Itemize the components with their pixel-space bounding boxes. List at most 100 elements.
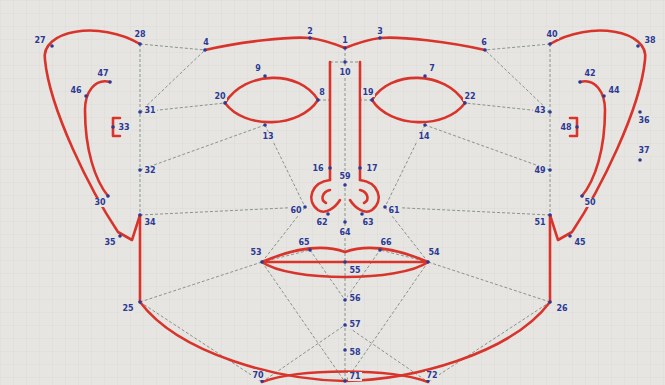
landmark-dots — [50, 36, 642, 383]
callout-number: 6 — [480, 38, 488, 47]
callout-number: 62 — [315, 218, 328, 227]
landmark-dot — [308, 36, 312, 40]
callout-number: 47 — [96, 69, 109, 78]
landmark-dot — [638, 158, 642, 162]
landmark-dot — [118, 234, 122, 238]
callout-number: 44 — [607, 86, 620, 95]
callout-number: 10 — [338, 68, 351, 77]
landmark-dot — [578, 80, 582, 84]
callout-number: 54 — [427, 248, 440, 257]
landmark-dot — [260, 260, 264, 264]
landmark-dot — [343, 220, 347, 224]
callout-number: 55 — [348, 266, 361, 275]
landmark-dot — [203, 48, 207, 52]
landmark-dot — [548, 300, 552, 304]
landmark-dot — [548, 110, 552, 114]
callout-number: 38 — [643, 36, 656, 45]
callout-number: 31 — [143, 106, 156, 115]
callout-number: 8 — [318, 88, 326, 97]
callout-number: 65 — [297, 238, 310, 247]
callout-number: 32 — [143, 166, 156, 175]
landmark-dot — [463, 101, 467, 105]
callout-number: 51 — [533, 218, 546, 227]
landmark-dot — [138, 213, 142, 217]
landmark-dot — [343, 323, 347, 327]
callout-number: 72 — [425, 371, 438, 380]
landmark-dot — [343, 348, 347, 352]
callout-number: 43 — [533, 106, 546, 115]
callout-number: 60 — [289, 206, 302, 215]
callout-number: 70 — [251, 371, 264, 380]
landmark-dot — [138, 110, 142, 114]
landmark-dot — [383, 205, 387, 209]
callout-number: 28 — [133, 30, 146, 39]
callout-number: 58 — [348, 348, 361, 357]
landmark-dot — [358, 166, 362, 170]
landmark-dot — [378, 248, 382, 252]
landmark-dot — [343, 46, 347, 50]
landmark-dot — [303, 205, 307, 209]
callout-number: 3 — [376, 27, 384, 36]
callout-number: 45 — [573, 238, 586, 247]
callout-number: 57 — [348, 320, 361, 329]
landmark-dot — [343, 60, 347, 64]
landmark-dot — [575, 125, 579, 129]
landmark-dot — [548, 168, 552, 172]
landmark-dot — [108, 80, 112, 84]
red-outline — [45, 31, 646, 382]
landmark-dot — [378, 36, 382, 40]
callout-number: 66 — [379, 238, 392, 247]
callout-number: 46 — [69, 86, 82, 95]
callout-number: 59 — [338, 172, 351, 181]
landmark-dot — [602, 94, 606, 98]
landmark-dot — [138, 168, 142, 172]
landmark-dot — [370, 98, 374, 102]
callout-number: 16 — [311, 164, 324, 173]
landmark-dot — [483, 48, 487, 52]
landmark-dot — [548, 213, 552, 217]
landmark-dot — [343, 298, 347, 302]
landmark-dot — [360, 212, 364, 216]
callout-number: 13 — [261, 132, 274, 141]
landmark-dot — [263, 74, 267, 78]
callout-number: 35 — [103, 238, 116, 247]
callout-number: 7 — [428, 64, 436, 73]
landmark-dot — [138, 300, 142, 304]
landmark-dot — [636, 44, 640, 48]
callout-number: 22 — [463, 92, 476, 101]
landmark-dot — [328, 166, 332, 170]
callout-number: 61 — [387, 206, 400, 215]
landmark-dot — [638, 110, 642, 114]
landmark-dot — [343, 379, 347, 383]
landmark-dot — [260, 379, 264, 383]
landmark-dot — [106, 194, 110, 198]
landmark-dot — [111, 125, 115, 129]
dashed-guide-lines — [140, 44, 550, 382]
callout-number: 63 — [361, 218, 374, 227]
landmark-dot — [423, 123, 427, 127]
callout-number: 14 — [417, 132, 430, 141]
landmark-dot — [223, 101, 227, 105]
landmark-dot — [263, 123, 267, 127]
callout-number: 64 — [338, 228, 351, 237]
landmark-dot — [50, 44, 54, 48]
callout-number: 33 — [117, 123, 130, 132]
callout-number: 9 — [254, 64, 262, 73]
callout-number: 30 — [93, 198, 106, 207]
landmark-dot — [423, 74, 427, 78]
landmark-dot — [308, 248, 312, 252]
callout-number: 20 — [213, 92, 226, 101]
landmark-dot — [568, 234, 572, 238]
callout-number: 27 — [33, 36, 46, 45]
landmark-dot — [138, 42, 142, 46]
callout-number: 53 — [249, 248, 262, 257]
landmark-dot — [343, 183, 347, 187]
callout-number: 2 — [306, 27, 314, 36]
landmark-dot — [426, 379, 430, 383]
callout-number: 37 — [637, 146, 650, 155]
callout-number: 48 — [559, 123, 572, 132]
landmark-dot — [426, 260, 430, 264]
